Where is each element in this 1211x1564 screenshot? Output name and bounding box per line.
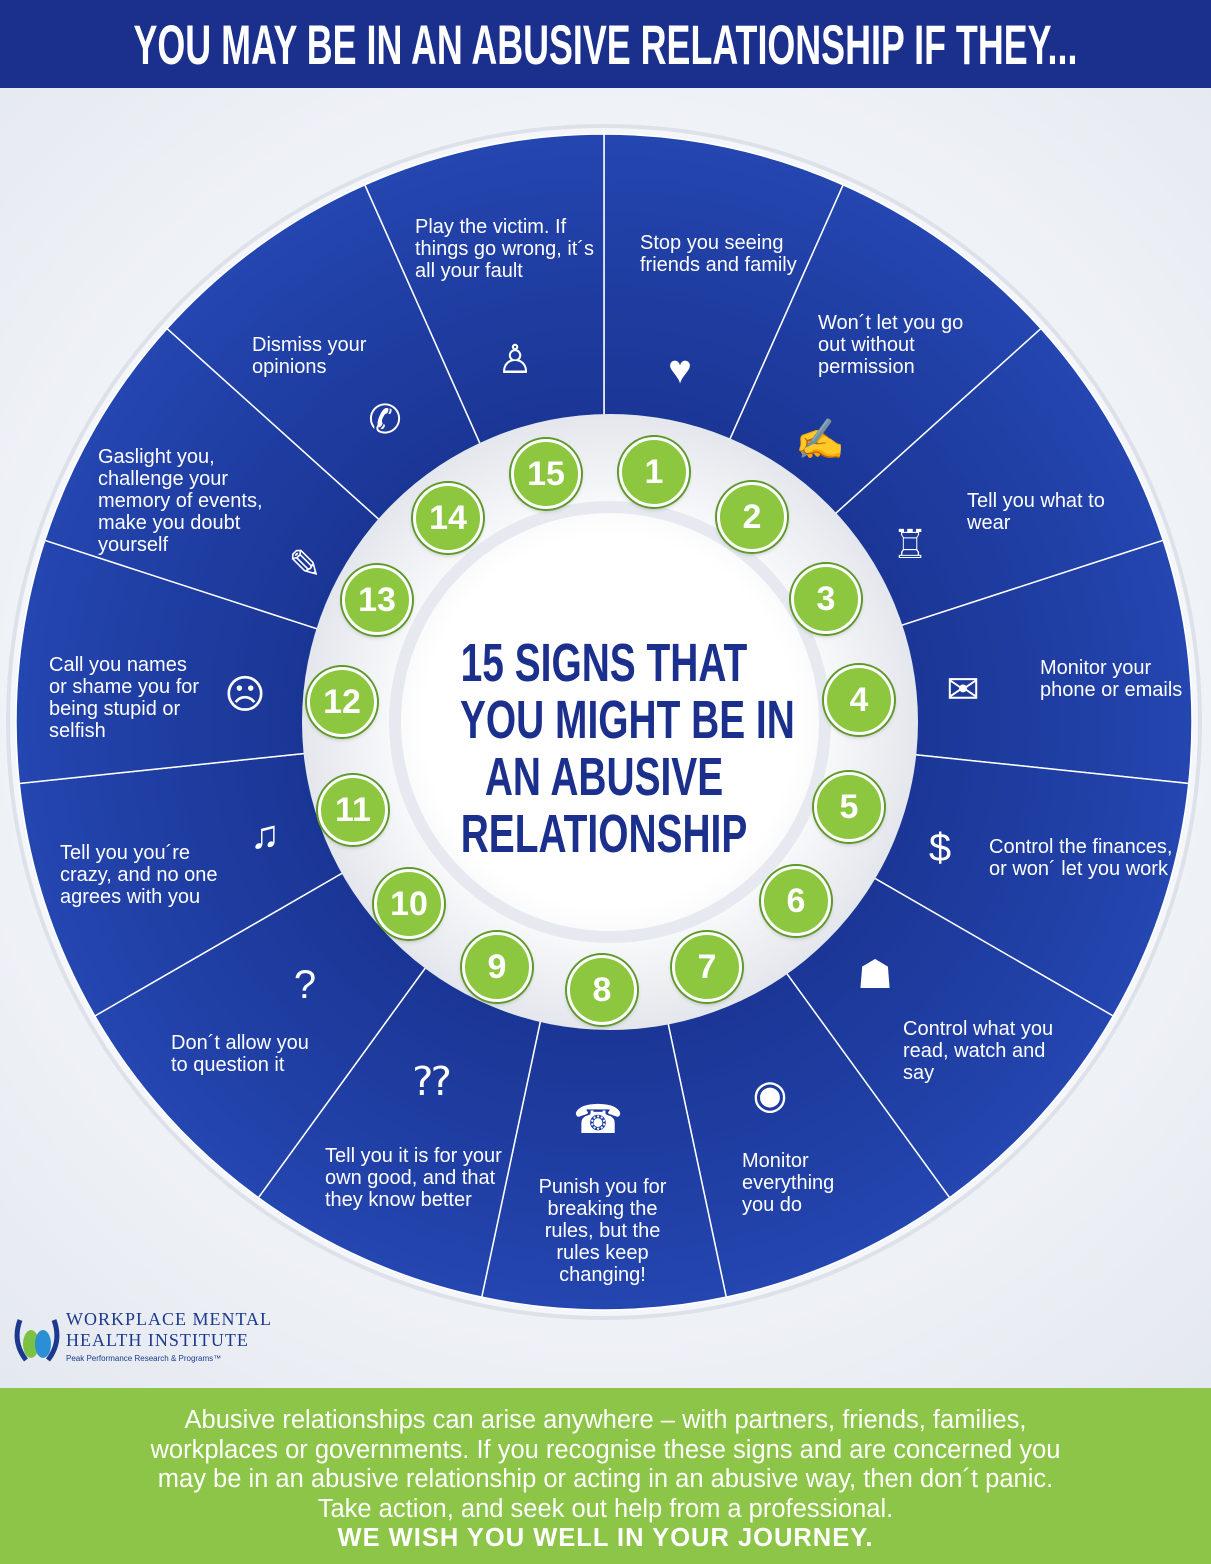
- sign-number-badge-10: 10: [374, 869, 444, 939]
- sign-number-badge-15: 15: [511, 439, 581, 509]
- ashamed-face-icon: ☹: [224, 673, 266, 717]
- money-bag-icon: $: [928, 826, 952, 870]
- footer-line: may be in an abusive relationship or act…: [157, 1465, 1054, 1493]
- center-title-line: YOU MIGHT BE IN: [460, 690, 795, 750]
- sign-number-badge-9: 9: [462, 932, 532, 1002]
- sign-number-badge-8: 8: [567, 955, 637, 1025]
- sign-number-badge-13: 13: [342, 565, 412, 635]
- center-title-line: AN ABUSIVE: [484, 747, 724, 807]
- sign-text-7: Monitor everything you do: [742, 1150, 835, 1216]
- title-bar: YOU MAY BE IN AN ABUSIVE RELATIONSHIP IF…: [0, 0, 1211, 88]
- eye-surveillance-icon: ◉: [752, 1073, 788, 1117]
- sign-text-1: Stop you seeing friends and family: [640, 232, 797, 276]
- sign-text-6: Control what you read, watch and say: [903, 1018, 1054, 1084]
- inner-ring: [389, 501, 831, 943]
- family-heart-icon: ♥: [668, 348, 692, 392]
- footer-line: workplaces or governments. If you recogn…: [150, 1435, 1061, 1464]
- footer-banner: Abusive relationships can arise anywhere…: [0, 1388, 1211, 1564]
- sign-number-badge-14: 14: [413, 483, 483, 553]
- jacket-icon: ♖: [892, 523, 928, 567]
- sign-number-badge-11: 11: [318, 775, 388, 845]
- victim-group-icon: ♙: [497, 338, 533, 382]
- sign-number-badge-6: 6: [761, 866, 831, 936]
- footer-line: Abusive relationships can arise anywhere…: [184, 1406, 1027, 1434]
- center-title-line: 15 SIGNS THAT: [460, 633, 748, 693]
- conversation-icon: ⁇: [413, 1060, 451, 1104]
- sign-number-badge-12: 12: [307, 667, 377, 737]
- center-title-line: RELATIONSHIP: [460, 804, 748, 864]
- sign-number-badge-7: 7: [672, 932, 742, 1002]
- sign-text-4: Monitor your phone or emails: [1040, 657, 1183, 701]
- sign-text-2: Won´t let you go out without permission: [818, 312, 964, 378]
- sign-text-13: Gaslight you, challenge your memory of e…: [98, 446, 263, 556]
- sign-number-badge-4: 4: [824, 665, 894, 735]
- dancing-people-icon: ♫: [250, 813, 280, 857]
- sign-number-badge-1: 1: [619, 437, 689, 507]
- sign-text-5: Control the finances, or won´ let you wo…: [989, 836, 1173, 880]
- logo-line1: WORKPLACE MENTAL: [66, 1309, 273, 1329]
- sign-text-14: Dismiss your opinions: [252, 334, 367, 378]
- sign-text-12: Call you names or shame you for being st…: [49, 654, 200, 742]
- signs-wheel: [6, 124, 1202, 1320]
- document-stamp-icon: ✍: [795, 418, 845, 462]
- confused-person-icon: ?: [293, 963, 317, 1007]
- brain-hands-logo-icon: [14, 1319, 60, 1362]
- center-title: 15 SIGNS THAT YOU MIGHT BE IN AN ABUSIVE…: [404, 635, 804, 863]
- sign-text-10: Don´t allow you to question it: [171, 1032, 309, 1076]
- computer-email-icon: ✉: [946, 668, 980, 712]
- sign-number-badge-2: 2: [717, 482, 787, 552]
- logo-line2: HEALTH INSTITUTE: [66, 1330, 249, 1350]
- sign-text-9: Tell you it is for your own good, and th…: [325, 1145, 502, 1211]
- sign-text-3: Tell you what to wear: [967, 490, 1105, 534]
- page-title: YOU MAY BE IN AN ABUSIVE RELATIONSHIP IF…: [133, 12, 1078, 76]
- logo-tagline: Peak Performance Research & Programs™: [66, 1354, 222, 1363]
- rules-phone-icon: ☎: [573, 1098, 623, 1142]
- sign-number-badge-3: 3: [791, 564, 861, 634]
- person-speech-icon: ✆: [368, 398, 402, 442]
- sign-number-badge-5: 5: [814, 772, 884, 842]
- footer-closing: WE WISH YOU WELL IN YOUR JOURNEY.: [337, 1524, 874, 1552]
- sign-text-8: Punish you for breaking the rules, but t…: [538, 1176, 667, 1286]
- logo: WORKPLACE MENTAL HEALTH INSTITUTE Peak P…: [10, 1308, 271, 1372]
- sign-text-15: Play the victim. If things go wrong, it´…: [415, 216, 594, 282]
- footer-line: Take action, and seek out help from a pr…: [317, 1494, 894, 1523]
- person-reading-icon: ☗: [857, 953, 893, 997]
- sign-text-11: Tell you you´re crazy, and no one agrees…: [60, 842, 218, 908]
- puzzle-person-icon: ✎: [288, 543, 322, 587]
